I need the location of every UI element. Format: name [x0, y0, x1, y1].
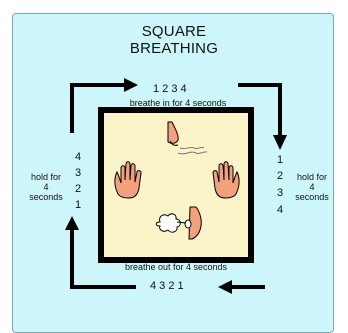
- diagram-graphics: [65, 78, 287, 294]
- hand-stop-right-icon: [212, 161, 240, 199]
- left-label-line-1: hold for: [30, 172, 62, 182]
- arrow-left: [65, 216, 136, 289]
- right-count-2: 2: [276, 170, 284, 182]
- mouth-exhale-icon: [155, 206, 202, 240]
- left-label-line-3: seconds: [29, 192, 63, 202]
- left-count-2: 2: [74, 183, 82, 195]
- right-label-line-2: 4: [309, 182, 315, 192]
- right-label-line-3: seconds: [295, 192, 329, 202]
- arrow-top: [70, 78, 138, 133]
- right-label: hold for 4 seconds: [287, 172, 337, 202]
- hand-stop-left-icon: [114, 161, 142, 199]
- right-count-3: 3: [276, 187, 284, 199]
- left-label: hold for 4 seconds: [24, 172, 68, 202]
- bottom-label: breathe out for 4 seconds: [124, 262, 228, 272]
- top-label: breathe in for 4 seconds: [129, 98, 227, 108]
- right-count-4: 4: [276, 204, 284, 216]
- right-count-1: 1: [276, 154, 284, 166]
- nose-inhale-icon: [167, 121, 208, 155]
- left-count-1: 1: [74, 199, 82, 211]
- arrow-bottom: [218, 280, 265, 294]
- title-line-2: BREATHING: [129, 40, 219, 57]
- arrow-right: [238, 83, 287, 150]
- left-count-3: 3: [74, 167, 82, 179]
- right-label-line-1: hold for: [296, 172, 328, 182]
- left-count-4: 4: [74, 151, 82, 163]
- left-label-line-2: 4: [43, 182, 49, 192]
- top-counts: 1 2 3 4: [153, 83, 187, 95]
- bottom-counts: 4 3 2 1: [150, 280, 184, 292]
- title-line-1: SQUARE: [141, 23, 207, 40]
